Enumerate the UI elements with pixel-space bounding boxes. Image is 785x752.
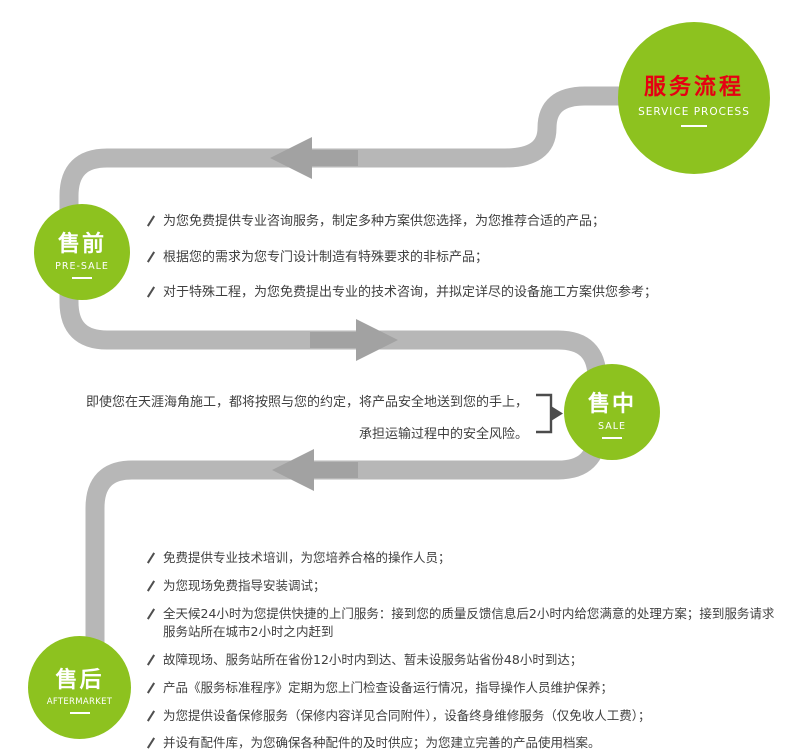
list-item-text: 对于特殊工程，为您免费提出专业的技术咨询，并拟定详尽的设备施工方案供您参考；: [163, 285, 658, 300]
tick-icon: [146, 709, 156, 722]
tick-icon: [146, 286, 156, 298]
list-item-text: 为您提供设备保修服务（保修内容详见合同附件），设备终身维修服务（仅免收人工费）；: [163, 707, 651, 723]
tick-icon: [146, 580, 156, 592]
list-item-text: 产品《服务标准程序》定期为您上门检查设备运行情况，指导操作人员维护保养；: [163, 679, 614, 695]
stage-underline: [72, 276, 92, 279]
list-item: 为您免费提供专业咨询服务，制定多种方案供您选择，为您推荐合适的产品；: [146, 212, 773, 232]
sale-bracket-icon: [536, 393, 553, 434]
list-item: 对于特殊工程，为您免费提出专业的技术咨询，并拟定详尽的设备施工方案供您参考；: [146, 283, 773, 303]
stage-underline: [69, 711, 90, 714]
stage-title: 售前: [57, 231, 106, 257]
after-sale-list: 免费提供专业技术培训，为您培养合格的操作人员； 为您现场免费指导安装调试； 全天…: [146, 549, 776, 752]
tick-icon: [146, 607, 156, 620]
header-circle: 服务流程 SERVICE PROCESS: [618, 22, 770, 174]
tick-icon: [146, 737, 156, 749]
sale-line: 承担运输过程中的安全风险。: [358, 427, 528, 443]
tick-icon: [146, 682, 156, 694]
stage-circle-pre-sale: 售前 PRE-SALE: [34, 204, 130, 300]
stage-circle-sale: 售中 SALE: [564, 364, 660, 460]
tick-icon: [146, 552, 156, 564]
sale-description: 即使您在天涯海角施工，都将按照与您的约定，将产品安全地送到您的手上， 承担运输过…: [58, 394, 528, 458]
list-item: 免费提供专业技术培训，为您培养合格的操作人员；: [146, 549, 776, 568]
list-item: 全天候24小时为您提供快捷的上门服务：接到您的质量反馈信息后2小时内给您满意的处…: [146, 605, 776, 643]
title-underline: [681, 125, 707, 127]
list-item: 为您现场免费指导安装调试；: [146, 577, 776, 596]
stage-title: 售后: [55, 667, 104, 693]
list-item-text: 根据您的需求为您专门设计制造有特殊要求的非标产品；: [163, 249, 489, 265]
list-item-text: 为您免费提供专业咨询服务，制定多种方案供您选择，为您推荐合适的产品；: [163, 214, 606, 229]
arrow-left-bottom-icon: [272, 449, 358, 491]
stage-underline: [602, 436, 622, 439]
list-item-text: 并设有配件库，为您确保各种配件的及时供应；为您建立完善的产品使用档案。: [163, 735, 601, 751]
list-item-text: 免费提供专业技术培训，为您培养合格的操作人员；: [163, 550, 451, 565]
list-item: 根据您的需求为您专门设计制造有特殊要求的非标产品；: [146, 248, 773, 268]
tick-icon: [146, 654, 156, 666]
list-item: 产品《服务标准程序》定期为您上门检查设备运行情况，指导操作人员维护保养；: [146, 679, 776, 698]
diagram-title: 服务流程: [643, 75, 744, 100]
list-item-text: 为您现场免费指导安装调试；: [163, 577, 326, 593]
list-item: 并设有配件库，为您确保各种配件的及时供应；为您建立完善的产品使用档案。: [146, 734, 776, 752]
stage-subtitle: PRE-SALE: [55, 260, 109, 272]
stage-subtitle: AFTERMARKET: [46, 696, 113, 707]
list-item: 为您提供设备保修服务（保修内容详见合同附件），设备终身维修服务（仅免收人工费）；: [146, 707, 776, 726]
list-item-text: 故障现场、服务站所在省份12小时内到达、暂未设服务站省份48小时到达；: [163, 652, 583, 667]
arrow-right-middle-icon: [310, 319, 398, 361]
tick-icon: [146, 215, 156, 227]
stage-subtitle: SALE: [597, 420, 626, 432]
tick-icon: [146, 250, 156, 263]
diagram-subtitle: SERVICE PROCESS: [638, 106, 750, 118]
sale-bracket-pointer-icon: [551, 406, 563, 421]
pre-sale-list: 为您免费提供专业咨询服务，制定多种方案供您选择，为您推荐合适的产品； 根据您的需…: [146, 212, 773, 319]
sale-line: 即使您在天涯海角施工，都将按照与您的约定，将产品安全地送到您的手上，: [85, 395, 528, 410]
list-item-text: 全天候24小时为您提供快捷的上门服务：接到您的质量反馈信息后2小时内给您满意的处…: [163, 605, 775, 640]
stage-circle-after-sale: 售后 AFTERMARKET: [28, 636, 131, 739]
stage-title: 售中: [587, 391, 636, 417]
arrow-left-top-icon: [270, 137, 358, 179]
list-item: 故障现场、服务站所在省份12小时内到达、暂未设服务站省份48小时到达；: [146, 651, 776, 670]
winding-road-path: [59, 86, 660, 686]
